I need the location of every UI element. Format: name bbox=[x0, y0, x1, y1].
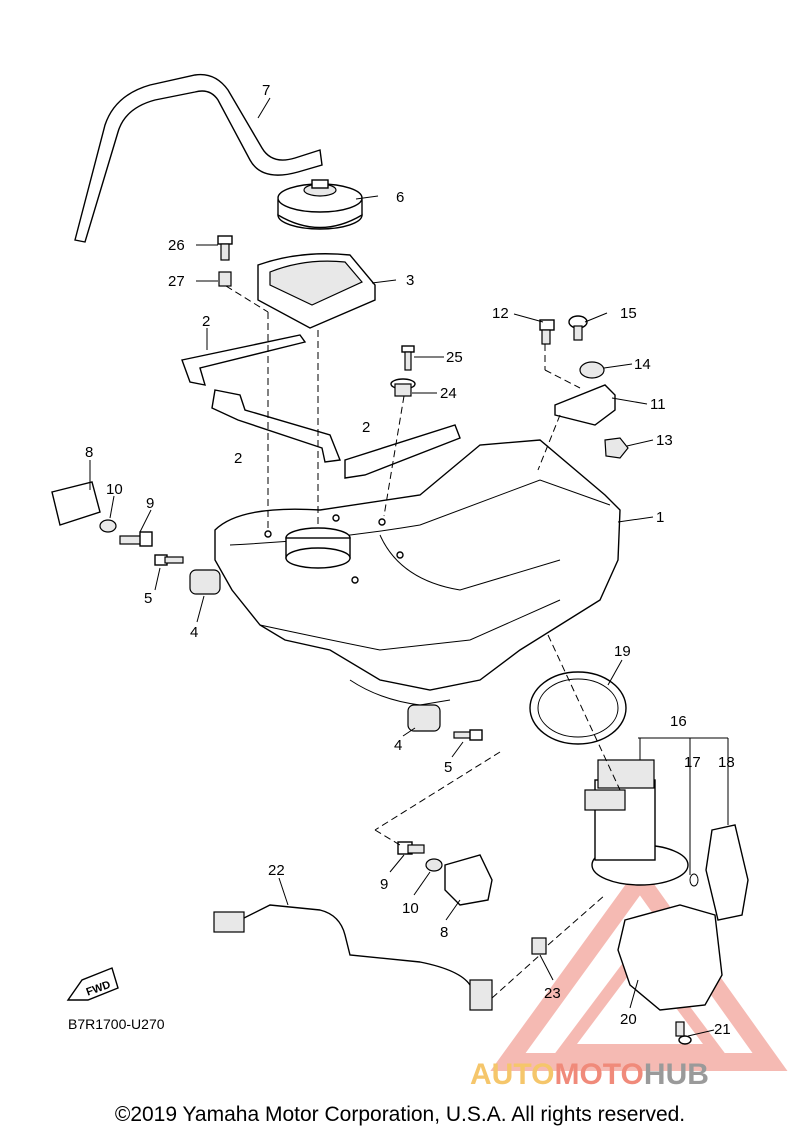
callout-22: 22 bbox=[268, 862, 285, 879]
bracket-11 bbox=[554, 384, 616, 426]
bracket-8-lower bbox=[444, 854, 493, 906]
callout-2-lower: 2 bbox=[234, 450, 242, 467]
leader-lines bbox=[89, 97, 729, 1037]
copyright-notice: ©2019 Yamaha Motor Corporation, U.S.A. A… bbox=[114, 1103, 686, 1126]
nut-13 bbox=[604, 437, 629, 459]
callout-4-upper: 4 bbox=[190, 624, 198, 641]
screw-21 bbox=[675, 1021, 692, 1045]
bolt-5-upper bbox=[154, 554, 184, 566]
callout-10-lower: 10 bbox=[402, 900, 419, 917]
callout-19: 19 bbox=[614, 643, 631, 660]
callout-5-upper: 5 bbox=[144, 590, 152, 607]
fuel-cap bbox=[277, 179, 363, 230]
bolt-12 bbox=[539, 319, 555, 345]
callout-9-left: 9 bbox=[146, 495, 154, 512]
grommet-24 bbox=[390, 378, 416, 397]
hose-fitting-22-right bbox=[469, 979, 493, 1011]
callout-2-upper: 2 bbox=[202, 313, 210, 330]
callout-8-left: 8 bbox=[85, 444, 93, 461]
o-ring-17 bbox=[689, 873, 699, 887]
damper-2-right bbox=[344, 424, 461, 479]
bolt-26 bbox=[217, 235, 233, 261]
hose-fitting-22-left bbox=[213, 911, 245, 933]
callout-12: 12 bbox=[492, 305, 509, 322]
callout-17: 17 bbox=[684, 754, 701, 771]
callout-27: 27 bbox=[168, 273, 185, 290]
fuel-tank bbox=[214, 439, 621, 706]
callout-21: 21 bbox=[714, 1021, 731, 1038]
fuel-pump-16 bbox=[584, 759, 689, 886]
callout-14: 14 bbox=[634, 356, 651, 373]
watermark-moto: MOTO bbox=[554, 1058, 644, 1091]
callout-3: 3 bbox=[406, 272, 414, 289]
callout-16: 16 bbox=[670, 713, 687, 730]
bracket-8-left bbox=[51, 481, 101, 526]
callout-1: 1 bbox=[656, 509, 664, 526]
callout-24: 24 bbox=[440, 385, 457, 402]
callout-labels: 7 6 26 27 3 2 25 24 2 2 12 15 14 11 13 1… bbox=[85, 82, 735, 1038]
callout-7: 7 bbox=[262, 82, 270, 99]
gasket-plate-20 bbox=[617, 904, 723, 1011]
damper-4-upper bbox=[189, 569, 221, 595]
screw-25 bbox=[401, 345, 415, 371]
callout-11: 11 bbox=[650, 396, 666, 413]
breather-hose bbox=[74, 73, 323, 243]
watermark-auto: AUTO bbox=[470, 1058, 555, 1091]
collar-27 bbox=[218, 271, 232, 287]
watermark-logo-text: AUTOMOTOHUB bbox=[470, 1058, 709, 1092]
callout-5-lower: 5 bbox=[444, 759, 452, 776]
bolt-5-lower bbox=[453, 729, 483, 741]
callout-20: 20 bbox=[620, 1011, 637, 1028]
washer-10-left bbox=[99, 519, 117, 533]
damper-14 bbox=[579, 361, 605, 379]
bolt-9-lower bbox=[397, 841, 425, 855]
callout-9-lower: 9 bbox=[380, 876, 388, 893]
forward-arrow-icon: FWD bbox=[66, 967, 119, 1001]
watermark-hub: HUB bbox=[643, 1058, 709, 1091]
clip-23 bbox=[531, 937, 547, 955]
callout-10-left: 10 bbox=[106, 481, 123, 498]
diagram-code: B7R1700-U270 bbox=[68, 1016, 165, 1032]
filter-18 bbox=[705, 824, 749, 921]
damper-2-upper bbox=[181, 334, 307, 386]
callout-23: 23 bbox=[544, 985, 561, 1002]
callout-15: 15 bbox=[620, 305, 637, 322]
bolt-9-left bbox=[119, 531, 153, 547]
callout-8-lower: 8 bbox=[440, 924, 448, 941]
callout-26: 26 bbox=[168, 237, 185, 254]
washer-10-lower bbox=[425, 858, 443, 872]
callout-25: 25 bbox=[446, 349, 463, 366]
cap-holder bbox=[257, 253, 376, 329]
callout-2-right: 2 bbox=[362, 419, 370, 436]
damper-4-lower bbox=[407, 704, 441, 732]
gasket-19 bbox=[529, 671, 627, 745]
damper-2-lower bbox=[211, 389, 341, 463]
bolt-15 bbox=[568, 315, 588, 341]
callout-13: 13 bbox=[656, 432, 673, 449]
fuel-hose-22 bbox=[239, 904, 471, 986]
callout-18: 18 bbox=[718, 754, 735, 771]
callout-6: 6 bbox=[396, 189, 404, 206]
callout-4-lower: 4 bbox=[394, 737, 402, 754]
